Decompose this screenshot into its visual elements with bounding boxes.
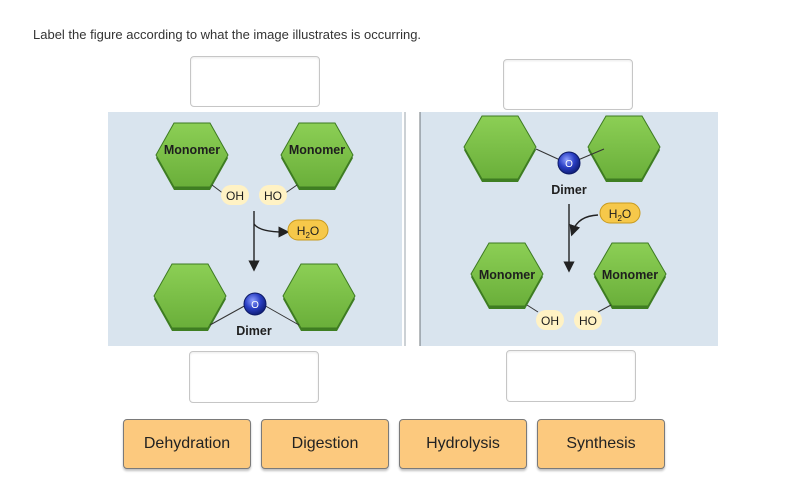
right-monomer-1: Monomer [470,242,544,309]
right-oh-group [536,310,564,330]
left-oxygen-atom [243,292,267,316]
left-dimer-label: Dimer [236,324,272,338]
reaction-figure: Monomer Monomer OH HO H2O [108,112,718,346]
right-monomer-2: Monomer [593,242,667,309]
svg-text:H2O: H2O [609,207,631,223]
right-monomer-1-label: Monomer [479,268,535,282]
svg-text:HO: HO [264,189,282,203]
svg-text:HO: HO [579,314,597,328]
choice-synthesis[interactable]: Synthesis [537,419,665,469]
drop-target-top-right[interactable] [503,59,633,110]
right-dimer-label: Dimer [551,183,587,197]
left-monomer-top-1: Monomer [155,122,229,190]
right-dimer: O Dimer [463,115,661,197]
drop-target-top-left[interactable] [190,56,320,107]
right-oxygen-atom [557,151,581,175]
drop-target-bottom-left[interactable] [189,351,319,403]
drop-target-bottom-right[interactable] [506,350,636,402]
svg-text:OH: OH [541,314,559,328]
right-water-molecule: H2O [599,202,641,224]
left-monomer-top-2-label: Monomer [289,143,345,157]
left-monomer-top-2: Monomer [280,122,354,190]
instruction-text: Label the figure according to what the i… [33,27,422,42]
right-monomer-2-label: Monomer [602,268,658,282]
choice-dehydration[interactable]: Dehydration [123,419,251,469]
left-ho-group [259,185,287,205]
svg-text:OH: OH [226,189,244,203]
svg-text:O: O [565,159,573,170]
left-oh-group [221,185,249,205]
svg-text:O: O [251,300,259,311]
svg-text:H2O: H2O [297,224,319,240]
choice-hydrolysis[interactable]: Hydrolysis [399,419,527,469]
left-monomer-top-1-label: Monomer [164,143,220,157]
left-dimer: O Dimer [153,263,356,338]
left-water-molecule: H2O [287,219,329,241]
right-ho-group [574,310,602,330]
choice-digestion[interactable]: Digestion [261,419,389,469]
